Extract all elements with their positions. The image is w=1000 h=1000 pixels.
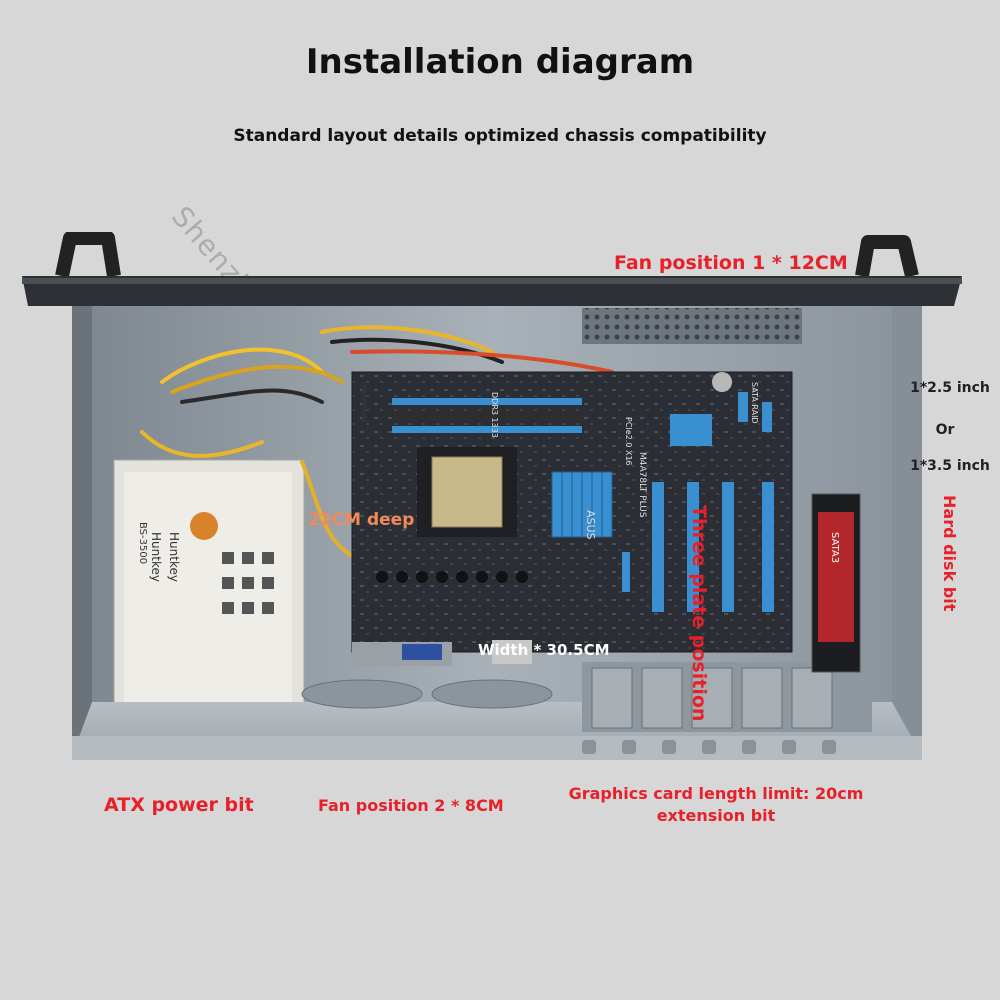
ssd-drive: SATA3 xyxy=(811,493,861,673)
label-depth: 22CM deep xyxy=(308,510,415,530)
label-fan-position-1: Fan position 1 * 12CM xyxy=(614,252,848,274)
chassis-photo: Huntkey Huntkey BS-3500 xyxy=(22,232,962,760)
label-fan-position-2: Fan position 2 * 8CM xyxy=(318,796,504,815)
svg-text:Huntkey: Huntkey xyxy=(167,532,181,582)
label-width: Width * 30.5CM xyxy=(478,641,610,659)
expansion-slot-covers xyxy=(582,662,872,732)
label-hdd-3-5: 1*3.5 inch xyxy=(910,458,990,474)
label-hard-disk-bit: Hard disk bit xyxy=(940,495,959,612)
label-hdd-or: Or xyxy=(935,422,955,438)
label-atx-power: ATX power bit xyxy=(104,794,254,816)
svg-text:ASUS: ASUS xyxy=(584,510,597,540)
label-three-plate-position: Three plate position xyxy=(688,505,710,722)
label-gpu-length-limit: Graphics card length limit: 20cm xyxy=(568,784,864,803)
svg-text:PCIe2.0 X16: PCIe2.0 X16 xyxy=(624,417,633,466)
motherboard: ASUS M4A78LT PLUS SATA RAID DDR3 1333 PC… xyxy=(351,371,793,653)
svg-text:DDR3 1333: DDR3 1333 xyxy=(490,392,499,438)
power-supply: Huntkey Huntkey BS-3500 xyxy=(113,459,305,713)
left-handle xyxy=(55,232,121,278)
label-hdd-2-5: 1*2.5 inch xyxy=(910,380,990,396)
psu-brand-text: Huntkey xyxy=(149,532,163,582)
svg-text:M4A78LT PLUS: M4A78LT PLUS xyxy=(637,452,647,518)
svg-text:BS-3500: BS-3500 xyxy=(137,522,148,564)
page-subtitle: Standard layout details optimized chassi… xyxy=(233,126,767,146)
svg-text:SATA RAID: SATA RAID xyxy=(750,382,759,424)
svg-text:SATA3: SATA3 xyxy=(829,532,840,563)
label-extension-bit: extension bit xyxy=(656,806,776,825)
right-handle xyxy=(855,235,919,278)
page-title: Installation diagram xyxy=(305,42,695,82)
